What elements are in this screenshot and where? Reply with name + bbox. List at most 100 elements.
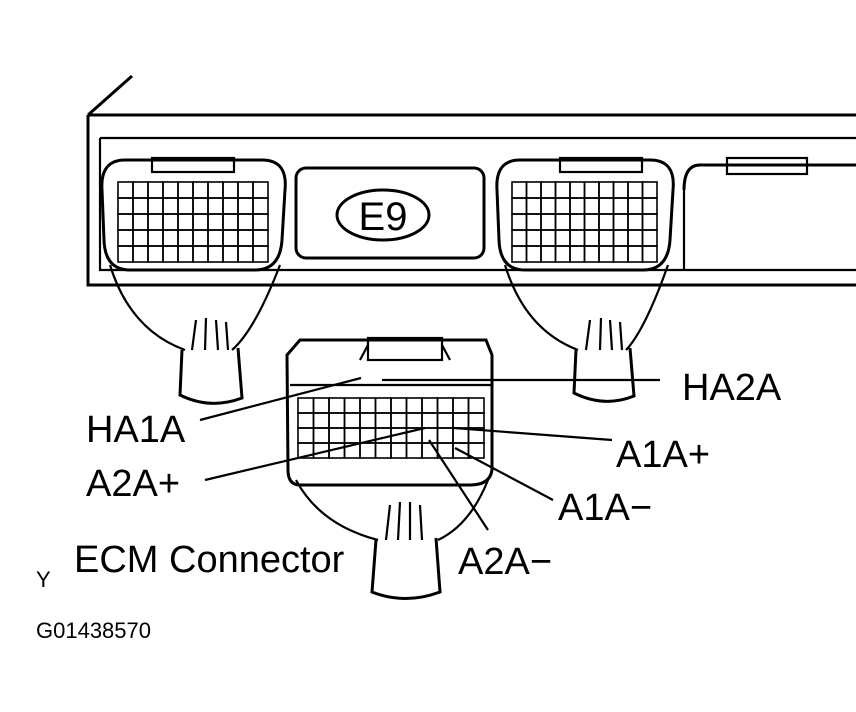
terminal-cell bbox=[147, 229, 164, 247]
terminal-cell bbox=[207, 229, 224, 247]
terminal-cell bbox=[177, 245, 194, 263]
terminal-cell bbox=[583, 181, 600, 199]
terminal-cell bbox=[117, 245, 134, 263]
terminal-cell bbox=[359, 442, 377, 459]
terminal-cell bbox=[452, 397, 470, 414]
terminal-cell bbox=[297, 412, 315, 429]
terminal-cell bbox=[525, 229, 542, 247]
terminal-cell bbox=[641, 197, 658, 215]
caption-ecm-connector: ECM Connector bbox=[74, 539, 345, 581]
terminal-cell bbox=[207, 181, 224, 199]
terminal-cell bbox=[583, 197, 600, 215]
terminal-cell bbox=[343, 397, 361, 414]
terminal-cell bbox=[554, 229, 571, 247]
terminal-cell bbox=[252, 181, 269, 199]
terminal-cell bbox=[237, 181, 254, 199]
terminal-cell bbox=[627, 197, 644, 215]
terminal-cell bbox=[525, 213, 542, 231]
terminal-cell bbox=[147, 245, 164, 263]
terminal-cell bbox=[598, 213, 615, 231]
label-ha2a: HA2A bbox=[682, 367, 782, 409]
terminal-cell bbox=[612, 229, 629, 247]
terminal-cell bbox=[569, 181, 586, 199]
terminal-cell bbox=[192, 213, 209, 231]
label-ha1a: HA1A bbox=[86, 409, 186, 451]
terminal-cell bbox=[328, 412, 346, 429]
terminal-cell bbox=[117, 197, 134, 215]
terminal-cell bbox=[328, 427, 346, 444]
terminal-cell bbox=[147, 181, 164, 199]
e9-badge-label: E9 bbox=[359, 195, 408, 239]
terminal-cell bbox=[297, 397, 315, 414]
terminal-cell bbox=[641, 245, 658, 263]
terminal-cell bbox=[252, 229, 269, 247]
terminal-cell bbox=[117, 229, 134, 247]
terminal-cell bbox=[405, 397, 423, 414]
terminal-cell bbox=[569, 229, 586, 247]
terminal-cell bbox=[374, 442, 392, 459]
terminal-cell bbox=[554, 213, 571, 231]
terminal-cell bbox=[511, 213, 528, 231]
corner-mark: Y bbox=[36, 567, 51, 592]
terminal-cell bbox=[540, 181, 557, 199]
terminal-cell bbox=[627, 181, 644, 199]
terminal-cell bbox=[132, 197, 149, 215]
terminal-cell bbox=[511, 197, 528, 215]
terminal-cell bbox=[540, 229, 557, 247]
terminal-cell bbox=[192, 229, 209, 247]
terminal-cell bbox=[374, 412, 392, 429]
terminal-cell bbox=[554, 181, 571, 199]
terminal-cell bbox=[237, 197, 254, 215]
label-a1a-minus: A1A− bbox=[558, 487, 652, 529]
terminal-cell bbox=[390, 412, 408, 429]
terminal-cell bbox=[390, 442, 408, 459]
terminal-cell bbox=[207, 213, 224, 231]
terminal-cell bbox=[598, 229, 615, 247]
terminal-cell bbox=[569, 245, 586, 263]
terminal-cell bbox=[207, 197, 224, 215]
terminal-cell bbox=[598, 245, 615, 263]
terminal-cell bbox=[598, 197, 615, 215]
terminal-cell bbox=[312, 427, 330, 444]
terminal-cell bbox=[162, 229, 179, 247]
terminal-cell bbox=[554, 245, 571, 263]
terminal-cell bbox=[252, 213, 269, 231]
ecm-housing bbox=[86, 74, 856, 287]
terminal-cell bbox=[237, 229, 254, 247]
terminal-cell bbox=[359, 397, 377, 414]
terminal-cell bbox=[207, 245, 224, 263]
terminal-cell bbox=[117, 213, 134, 231]
terminal-cell bbox=[421, 412, 439, 429]
terminal-cell bbox=[312, 412, 330, 429]
terminal-cell bbox=[405, 442, 423, 459]
terminal-cell bbox=[132, 245, 149, 263]
terminal-cell bbox=[192, 245, 209, 263]
terminal-cell bbox=[525, 197, 542, 215]
terminal-cell bbox=[612, 245, 629, 263]
terminal-cell bbox=[222, 229, 239, 247]
terminal-cell bbox=[312, 397, 330, 414]
terminal-cell bbox=[147, 197, 164, 215]
terminal-cell bbox=[222, 245, 239, 263]
terminal-cell bbox=[162, 197, 179, 215]
terminal-cell bbox=[627, 245, 644, 263]
terminal-cell bbox=[612, 181, 629, 199]
terminal-cell bbox=[192, 181, 209, 199]
terminal-cell bbox=[452, 427, 470, 444]
terminal-cell bbox=[390, 397, 408, 414]
terminal-cell bbox=[583, 213, 600, 231]
terminal-cell bbox=[569, 213, 586, 231]
terminal-cell bbox=[147, 213, 164, 231]
terminal-cell bbox=[627, 229, 644, 247]
leader-lines bbox=[199, 376, 660, 531]
terminal-cell bbox=[237, 213, 254, 231]
far-right-connector-stub bbox=[682, 156, 856, 270]
terminal-cell bbox=[569, 197, 586, 215]
terminal-cell bbox=[237, 245, 254, 263]
terminal-cell bbox=[222, 213, 239, 231]
terminal-cell bbox=[132, 181, 149, 199]
terminal-cell bbox=[222, 181, 239, 199]
terminal-cell bbox=[452, 412, 470, 429]
terminal-cell bbox=[222, 197, 239, 215]
terminal-cell bbox=[374, 397, 392, 414]
